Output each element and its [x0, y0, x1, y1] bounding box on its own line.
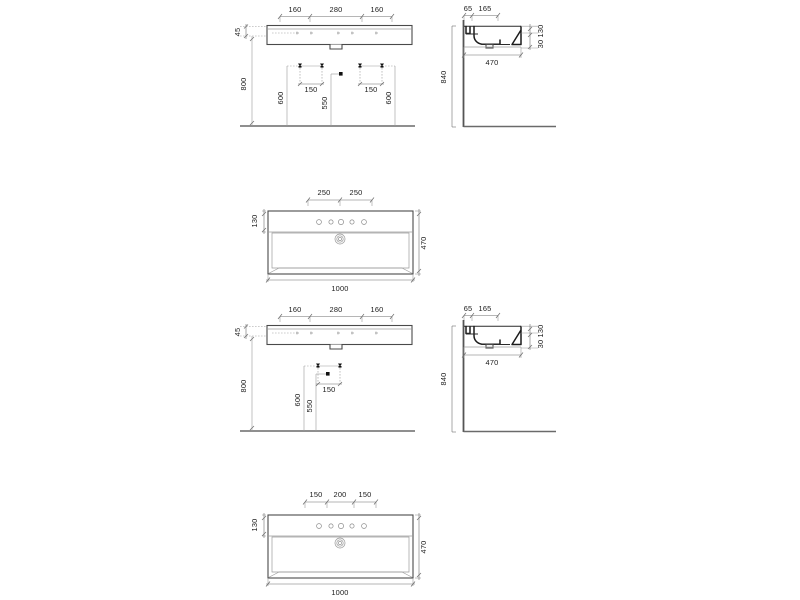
dim-600-left: 600 — [276, 92, 285, 105]
dimension-chain-top-2: 160 280 160 — [277, 305, 395, 322]
dim-130-plan-2: 130 — [250, 519, 259, 532]
dimension-130-plan: 130 — [250, 209, 267, 234]
dimension-470-plan-2: 470 — [415, 513, 428, 580]
dim-250-right: 250 — [350, 188, 363, 197]
dim-65: 65 — [464, 4, 473, 13]
dim-150-right: 150 — [365, 85, 378, 94]
dim-160-right-2: 160 — [371, 305, 384, 314]
view-side-section-left: 65 165 — [439, 4, 556, 128]
dimension-800-2: 800 — [239, 336, 255, 431]
dim-280-2: 280 — [330, 305, 343, 314]
dimension-chain-top-side-2: 65 165 — [461, 304, 501, 321]
view-side-section-right: 65 165 470 — [439, 304, 556, 433]
dimension-chain-top-side: 65 165 — [461, 4, 501, 21]
dim-165: 165 — [479, 4, 492, 13]
view-plan-250: 250 250 — [250, 188, 428, 293]
dimension-840: 840 — [439, 25, 456, 128]
basin-overflow-notch — [329, 44, 343, 50]
drain-plan — [334, 233, 346, 245]
dim-800: 800 — [239, 78, 248, 91]
dim-165-2: 165 — [479, 304, 492, 313]
dimension-30-130-2: 30 130 — [521, 324, 545, 350]
dim-130: 130 — [536, 25, 545, 38]
basin-overflow-notch-2 — [329, 344, 343, 350]
tap-holes-plan-2 — [316, 523, 367, 529]
dim-150-left: 150 — [305, 85, 318, 94]
view-plan-150-200-150: 150 200 150 — [250, 490, 428, 597]
rough-in-risers-2: 600 550 — [293, 366, 317, 431]
dim-65-2: 65 — [464, 304, 473, 313]
dim-160-left: 160 — [289, 5, 302, 14]
dim-200-plan: 200 — [334, 490, 347, 499]
dimension-chain-top: 160 280 160 — [277, 5, 395, 22]
dimension-30-130: 30 130 — [521, 24, 545, 50]
dimension-1000-plan-2: 1000 — [265, 578, 416, 597]
dim-800-2: 800 — [239, 380, 248, 393]
dim-30-2: 30 — [536, 340, 545, 349]
dim-550: 550 — [320, 97, 329, 110]
dim-600-2: 600 — [293, 394, 302, 407]
basin-elevation-body — [266, 24, 413, 50]
dim-470-side-2: 470 — [486, 358, 499, 367]
tap-holes-plan — [316, 219, 367, 225]
view-front-elevation-double-tap: 160 280 160 45 — [233, 5, 415, 127]
dim-470-plan-2: 470 — [419, 541, 428, 554]
dim-550-2: 550 — [305, 400, 314, 413]
dim-150-plan-right: 150 — [359, 490, 372, 499]
supply-group-2: 150 — [304, 363, 343, 394]
rough-in-risers: 600 550 600 — [276, 66, 396, 126]
dim-840: 840 — [439, 71, 448, 84]
dim-130-plan: 130 — [250, 215, 259, 228]
dim-160-right: 160 — [371, 5, 384, 14]
dimension-130-plan-2: 130 — [250, 513, 267, 538]
dimension-840-2: 840 — [439, 325, 456, 433]
basin-elevation-body-2 — [266, 324, 413, 350]
drain-plan-2 — [334, 537, 346, 549]
dimension-chain-plan-top-2: 150 200 150 — [302, 490, 379, 508]
drain-mark-center — [331, 72, 343, 76]
dim-840-2: 840 — [439, 373, 448, 386]
dim-130-2: 130 — [536, 325, 545, 338]
dimension-chain-plan-top: 250 250 — [305, 188, 375, 206]
dimension-1000-plan: 1000 — [265, 274, 416, 293]
dim-45: 45 — [233, 28, 242, 37]
basin-plan-outline — [267, 210, 414, 275]
dimension-470-plan: 470 — [415, 209, 428, 276]
dim-1000-plan: 1000 — [331, 284, 348, 293]
dimension-470-side: 470 — [461, 47, 524, 67]
dim-45-2: 45 — [233, 328, 242, 337]
dimension-45-2: 45 — [233, 324, 267, 339]
basin-section-profile-2 — [464, 325, 522, 349]
dim-470-side: 470 — [486, 58, 499, 67]
dim-470-plan: 470 — [419, 237, 428, 250]
basin-section-profile — [464, 25, 522, 49]
dim-160-left-2: 160 — [289, 305, 302, 314]
dim-150-2: 150 — [323, 385, 336, 394]
dim-30: 30 — [536, 40, 545, 49]
view-front-elevation-single-tap: 160 280 160 45 — [233, 305, 415, 432]
dim-280: 280 — [330, 5, 343, 14]
supply-group-right: 150 — [357, 63, 395, 94]
dim-600-right: 600 — [384, 92, 393, 105]
dim-1000-plan-2: 1000 — [331, 588, 348, 597]
dim-150-plan-left: 150 — [310, 490, 323, 499]
basin-plan-outline-2 — [267, 514, 414, 579]
dimension-45: 45 — [233, 24, 267, 39]
dim-250-left: 250 — [318, 188, 331, 197]
dimension-470-side-2: 470 — [461, 347, 524, 367]
dimension-800: 800 — [239, 36, 255, 126]
supply-group-left: 150 — [287, 63, 325, 94]
